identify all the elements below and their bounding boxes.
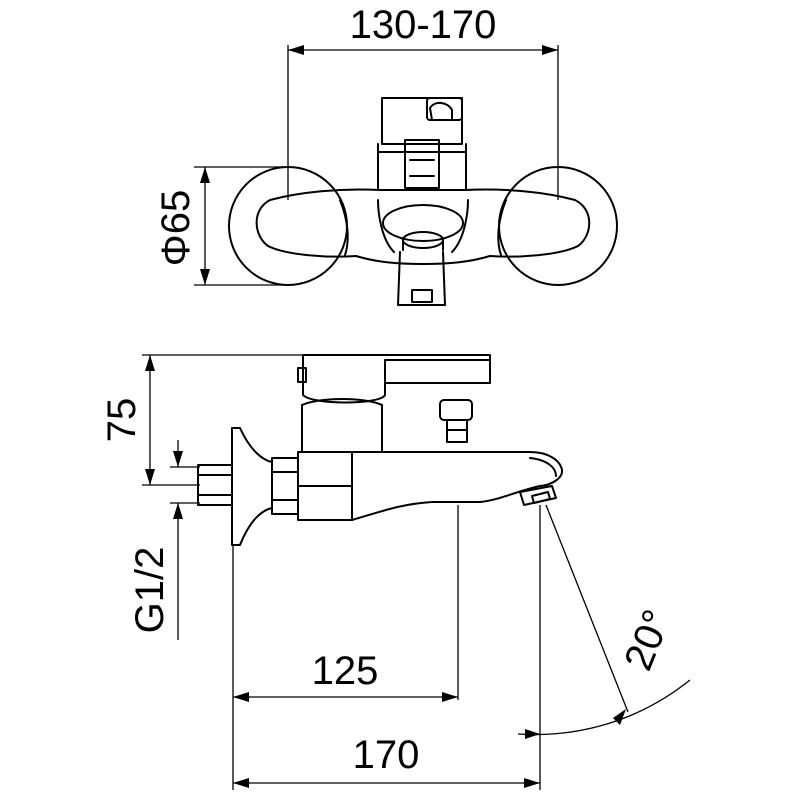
thread-dimension: G1/2 <box>128 440 200 640</box>
spout-length-label: 125 <box>312 649 379 693</box>
overall-length-label: 170 <box>353 733 420 777</box>
aerator <box>519 485 557 506</box>
top-view: 130-170 Φ65 <box>154 3 618 306</box>
spout-length-dimension: 125 <box>233 649 458 702</box>
spout-outlet-top <box>397 251 446 306</box>
diameter-dimension: Φ65 <box>154 166 290 286</box>
angle-label: 20° <box>616 604 679 677</box>
diverter-knob <box>439 399 473 443</box>
width-dim-label: 130-170 <box>350 3 497 47</box>
overall-length-dimension: 170 <box>233 733 540 788</box>
height-dimension: 75 <box>100 354 305 486</box>
lever-handle-top <box>381 97 463 145</box>
inlet-fitting <box>197 464 233 506</box>
thread-dim-label: G1/2 <box>128 547 172 634</box>
mixer-body-top <box>255 188 591 265</box>
lever-handle-side <box>297 354 491 404</box>
height-dim-label: 75 <box>100 398 144 443</box>
side-view: 75 G1/2 <box>100 354 691 790</box>
spout-side <box>351 451 564 521</box>
diameter-dim-label: Φ65 <box>154 190 198 266</box>
width-dimension: 130-170 <box>287 3 559 200</box>
angle-dimension: 20° <box>517 604 691 739</box>
hex-nut <box>271 457 299 515</box>
wall-flange-side <box>231 427 273 546</box>
